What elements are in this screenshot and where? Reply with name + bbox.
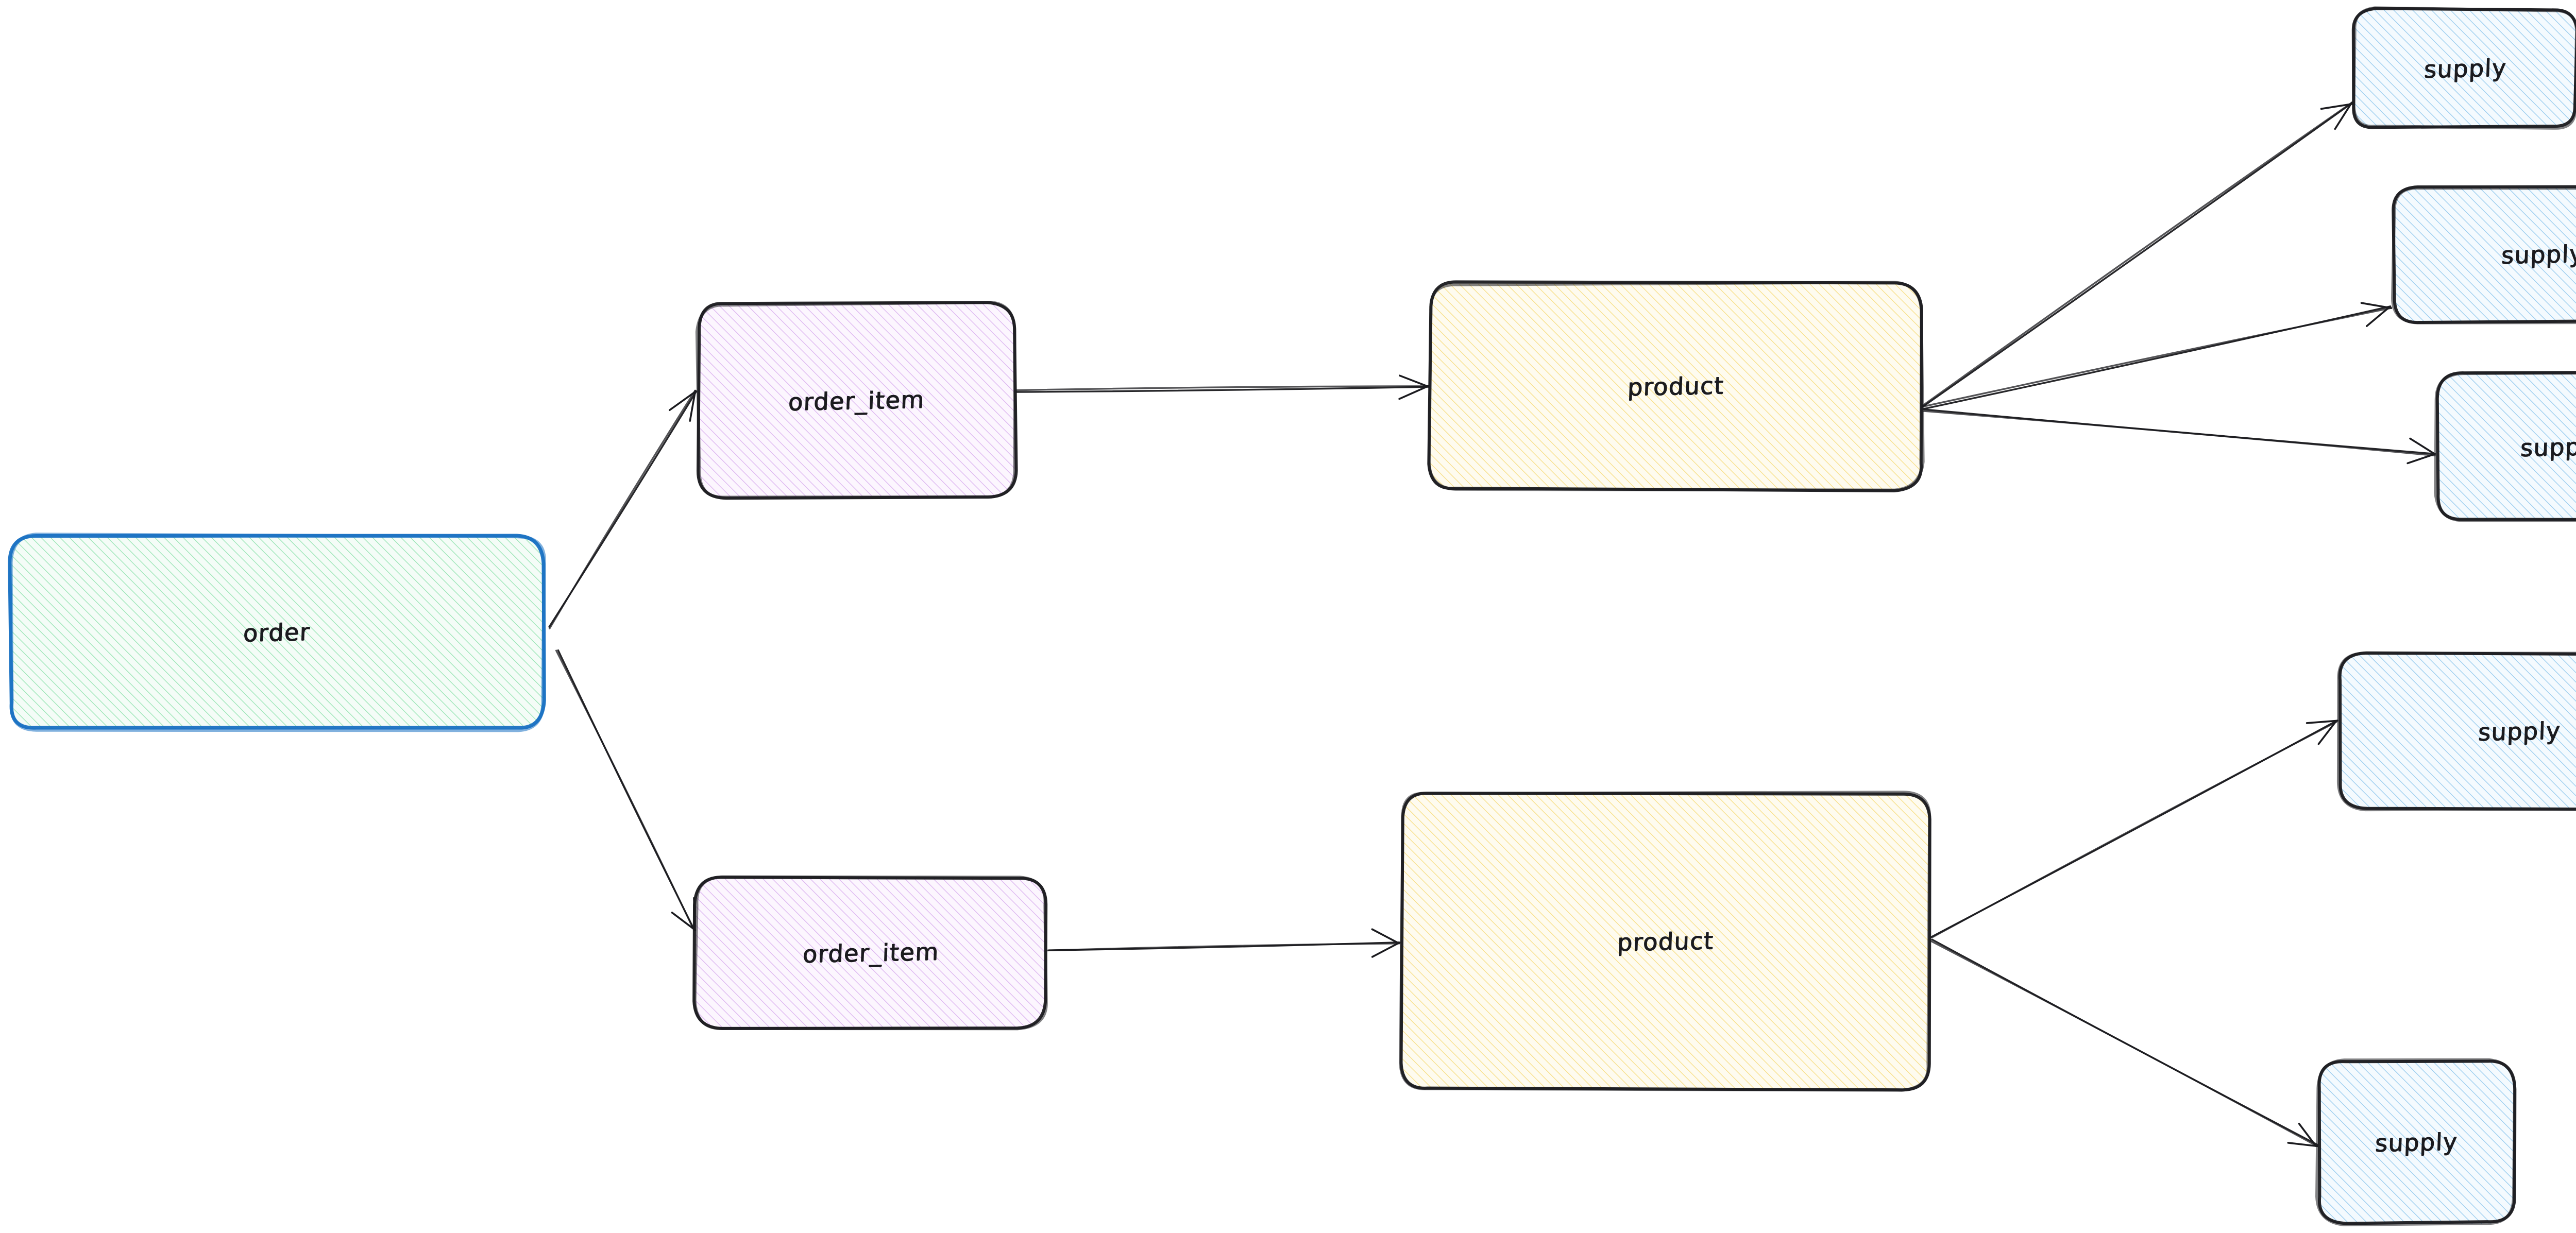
edge-product_1-to-supply_3 bbox=[1923, 408, 2436, 465]
node-order_item_1[interactable]: order_item bbox=[695, 301, 1018, 500]
node-shape-product_1 bbox=[1427, 280, 1925, 492]
node-label: product bbox=[1626, 371, 1725, 401]
edge-order_item_1-to-product_1 bbox=[1015, 374, 1431, 400]
node-order[interactable]: order bbox=[8, 533, 546, 732]
node-shape-supply_4 bbox=[2336, 651, 2576, 812]
node-order_item_2[interactable]: order_item bbox=[692, 875, 1048, 1031]
node-label: supply bbox=[2500, 239, 2576, 269]
node-shape-order_item_1 bbox=[695, 301, 1018, 500]
node-label: order_item bbox=[788, 385, 925, 416]
edge-product_2-to-supply_4 bbox=[1929, 720, 2338, 938]
node-label: product bbox=[1616, 926, 1715, 956]
edge-product_2-to-supply_5 bbox=[1930, 938, 2319, 1148]
node-supply_3[interactable]: supply bbox=[2434, 371, 2576, 522]
node-shape-supply_5 bbox=[2315, 1058, 2517, 1226]
node-supply_2[interactable]: supply bbox=[2391, 185, 2576, 324]
edge-order-to-order_item_1 bbox=[548, 389, 698, 629]
node-shape-order_item_2 bbox=[692, 875, 1048, 1031]
node-label: supply bbox=[2423, 54, 2507, 83]
node-supply_1[interactable]: supply bbox=[2351, 6, 2576, 130]
node-supply_5[interactable]: supply bbox=[2315, 1058, 2517, 1226]
edge-order_item_2-to-product_2 bbox=[1046, 928, 1401, 958]
node-shape-supply_2 bbox=[2391, 185, 2576, 324]
node-product_1[interactable]: product bbox=[1427, 280, 1925, 492]
node-label: order_item bbox=[802, 937, 940, 968]
node-product_2[interactable]: product bbox=[1399, 791, 1931, 1092]
node-label: order bbox=[243, 618, 311, 647]
node-supply_4[interactable]: supply bbox=[2336, 651, 2576, 812]
node-shape-supply_3 bbox=[2434, 371, 2576, 522]
node-shape-order bbox=[8, 533, 546, 732]
edge-product_1-to-supply_2 bbox=[1921, 302, 2393, 410]
node-label: supply bbox=[2477, 716, 2562, 746]
edge-order-to-order_item_2 bbox=[555, 649, 697, 931]
node-shape-product_2 bbox=[1399, 791, 1931, 1092]
node-label: supply bbox=[2374, 1127, 2459, 1157]
edge-product_1-to-supply_1 bbox=[1921, 101, 2354, 408]
node-shape-supply_1 bbox=[2351, 6, 2576, 130]
node-label: supply bbox=[2520, 432, 2576, 462]
